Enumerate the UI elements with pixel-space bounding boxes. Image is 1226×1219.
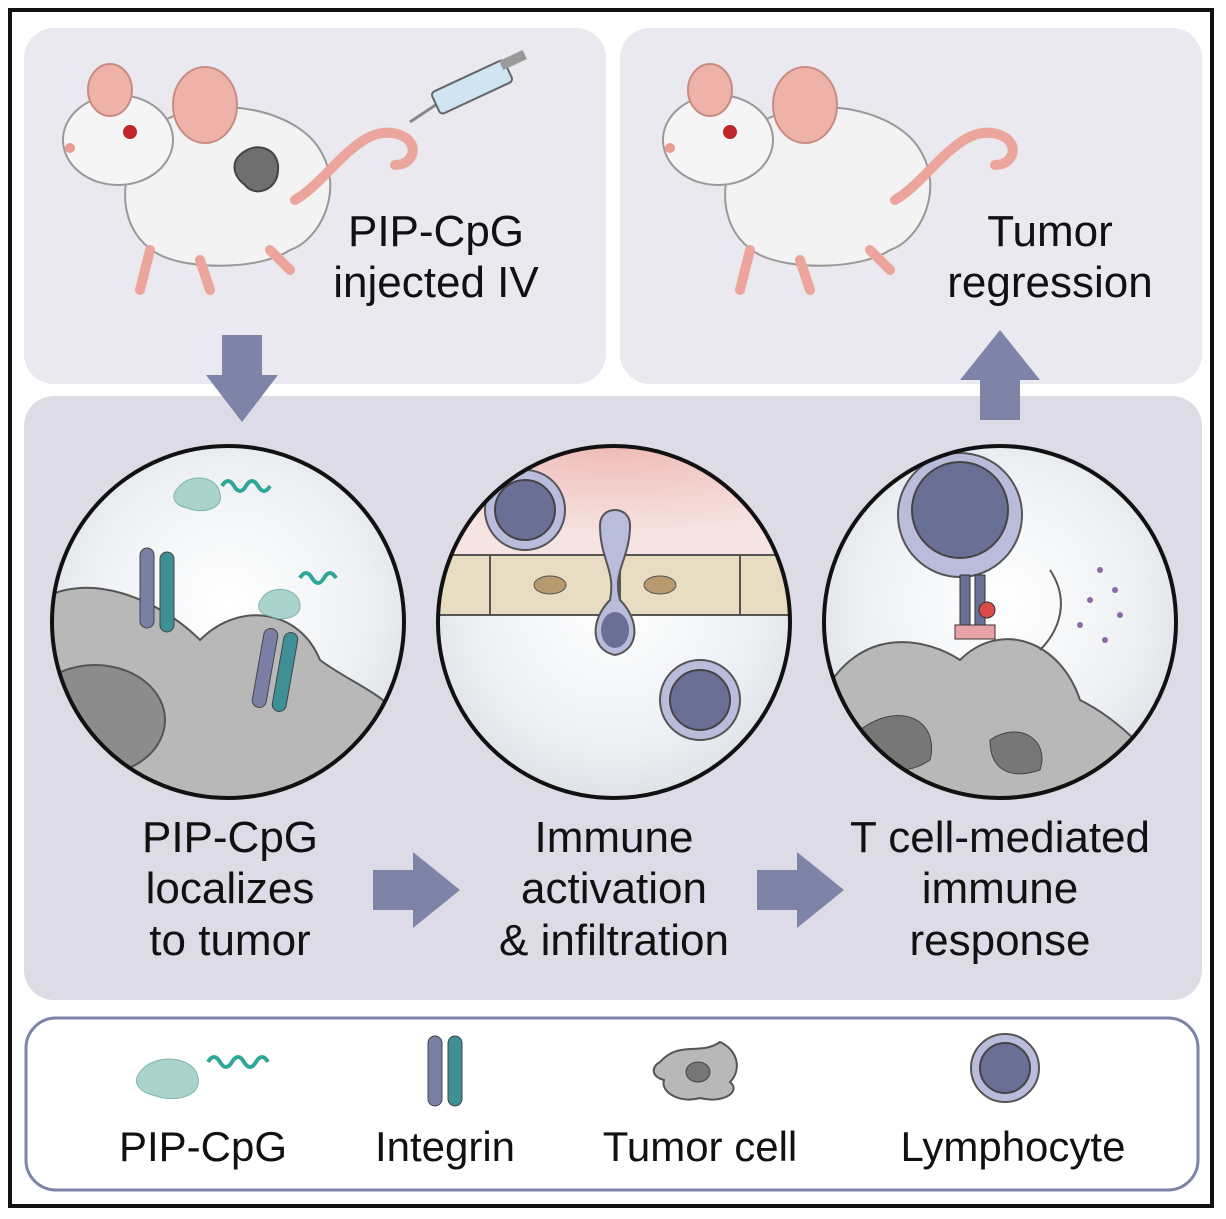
step-1-line1: PIP-CpG <box>141 813 319 862</box>
legend-pip-cpg-label: PIP-CpG <box>118 1123 288 1170</box>
legend-tumor-cell-label: Tumor cell <box>602 1123 798 1170</box>
legend-box <box>24 1016 1200 1192</box>
localization-circle <box>50 444 406 800</box>
step-1-line2: localizes <box>145 864 315 914</box>
mouse-after-treatment <box>662 63 1018 295</box>
legend-pip-cpg-icon <box>136 1055 270 1099</box>
step-1-label: PIP-CpG localizes to tumor <box>80 812 380 966</box>
regression-label-line2: regression <box>947 258 1153 308</box>
step-3-line1: T cell-mediated <box>850 813 1150 862</box>
arrow-down <box>206 335 278 422</box>
figure-frame <box>8 8 1214 1208</box>
injection-label-line1: PIP-CpG <box>347 207 525 256</box>
regression-label: Tumor regression <box>900 206 1200 309</box>
regression-label-line1: Tumor <box>987 207 1113 256</box>
integrin-icon <box>139 547 299 712</box>
syringe-icon <box>409 49 527 124</box>
injection-label: PIP-CpG injected IV <box>306 206 566 309</box>
arrow-right-1 <box>373 852 460 928</box>
step-2-line1: Immune <box>534 813 694 862</box>
step-3-label: T cell-mediated immune response <box>830 812 1170 966</box>
mouse-with-tumor <box>62 49 527 295</box>
arrow-up <box>960 330 1040 420</box>
arrow-right-2 <box>757 852 844 928</box>
step-2-line2: activation <box>521 864 707 914</box>
step-3-line2: immune <box>921 864 1079 914</box>
legend-lymphocyte-label: Lymphocyte <box>900 1123 1126 1170</box>
injection-label-line2: injected IV <box>333 258 539 308</box>
step-3-line3: response <box>909 915 1091 965</box>
legend-lymphocyte-icon <box>970 1033 1040 1103</box>
step-2-line3: & infiltration <box>499 915 729 965</box>
legend-tumor-cell-icon <box>652 1040 738 1101</box>
tcell-response-circle <box>822 444 1178 800</box>
legend-integrin-icon <box>427 1035 463 1107</box>
step-1-line3: to tumor <box>149 915 311 965</box>
step-2-label: Immune activation & infiltration <box>464 812 764 966</box>
tumor-on-mouse <box>233 146 280 193</box>
pip-cpg-icon <box>173 477 221 512</box>
legend-integrin-label: Integrin <box>374 1123 516 1170</box>
